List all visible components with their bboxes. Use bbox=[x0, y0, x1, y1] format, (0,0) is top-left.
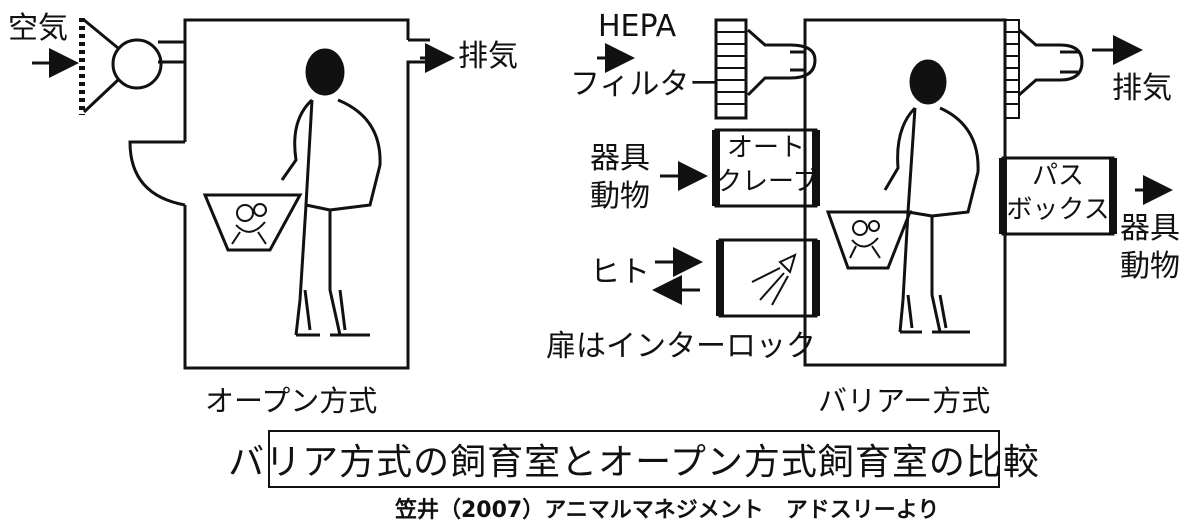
open-system-diagram bbox=[79, 18, 430, 370]
barrier-system-diagram bbox=[712, 18, 1117, 367]
open-door-swing bbox=[128, 140, 186, 207]
source-credit: 笠井（2007）アニマルマネジメント アドスリーより bbox=[395, 498, 940, 523]
open-system-caption: オープン方式 bbox=[205, 384, 378, 418]
passbox-label-line1: パス bbox=[1031, 161, 1084, 191]
barrier-exhaust-ribs bbox=[1005, 31, 1019, 105]
passbox-label-line2: ボックス bbox=[1006, 195, 1110, 225]
equipment-out-label-line1: 器具 bbox=[1120, 211, 1180, 246]
barrier-system-caption: バリアー方式 bbox=[818, 384, 991, 418]
autoclave-label-line1: オート bbox=[726, 133, 805, 163]
open-worker-figure bbox=[280, 48, 382, 337]
equipment-out-label-line2: 動物 bbox=[1120, 249, 1180, 284]
equipment-in-label-line1: 器具 bbox=[590, 141, 650, 176]
open-exhaust-label: 排気 bbox=[458, 39, 518, 74]
open-air-label: 空気 bbox=[8, 11, 68, 46]
open-fan-icon bbox=[111, 38, 163, 90]
barrier-mouse-icon bbox=[849, 220, 881, 259]
title-box: バリア方式の飼育室とオープン方式飼育室の比較 bbox=[228, 430, 1040, 488]
open-cage bbox=[202, 193, 303, 252]
barrier-cage bbox=[825, 210, 913, 270]
hepa-label-line2: フィルター bbox=[570, 67, 720, 102]
diagram-title: バリア方式の飼育室とオープン方式飼育室の比較 bbox=[228, 442, 1040, 483]
barrier-room-wall bbox=[803, 18, 1007, 367]
open-mouse-icon bbox=[231, 203, 267, 245]
barrier-shower-airlock bbox=[718, 238, 818, 318]
autoclave-label-line2: クレーブ bbox=[716, 167, 819, 197]
person-label: ヒト bbox=[590, 255, 650, 290]
barrier-exhaust-fan bbox=[1018, 28, 1084, 97]
hepa-label-line1: HEPA bbox=[598, 9, 677, 44]
open-room-wall bbox=[183, 18, 430, 370]
shower-icon bbox=[751, 253, 797, 306]
open-inlet-duct bbox=[158, 40, 185, 64]
open-fan-funnel bbox=[82, 18, 120, 114]
equipment-in-label-line2: 動物 bbox=[590, 179, 650, 214]
barrier-exhaust-label: 排気 bbox=[1112, 71, 1172, 106]
barrier-worker-figure bbox=[883, 59, 980, 334]
barrier-inlet-fan bbox=[746, 28, 817, 97]
barrier-hepa-ribs bbox=[716, 31, 746, 105]
door-interlock-label: 扉はインターロック bbox=[546, 329, 816, 364]
